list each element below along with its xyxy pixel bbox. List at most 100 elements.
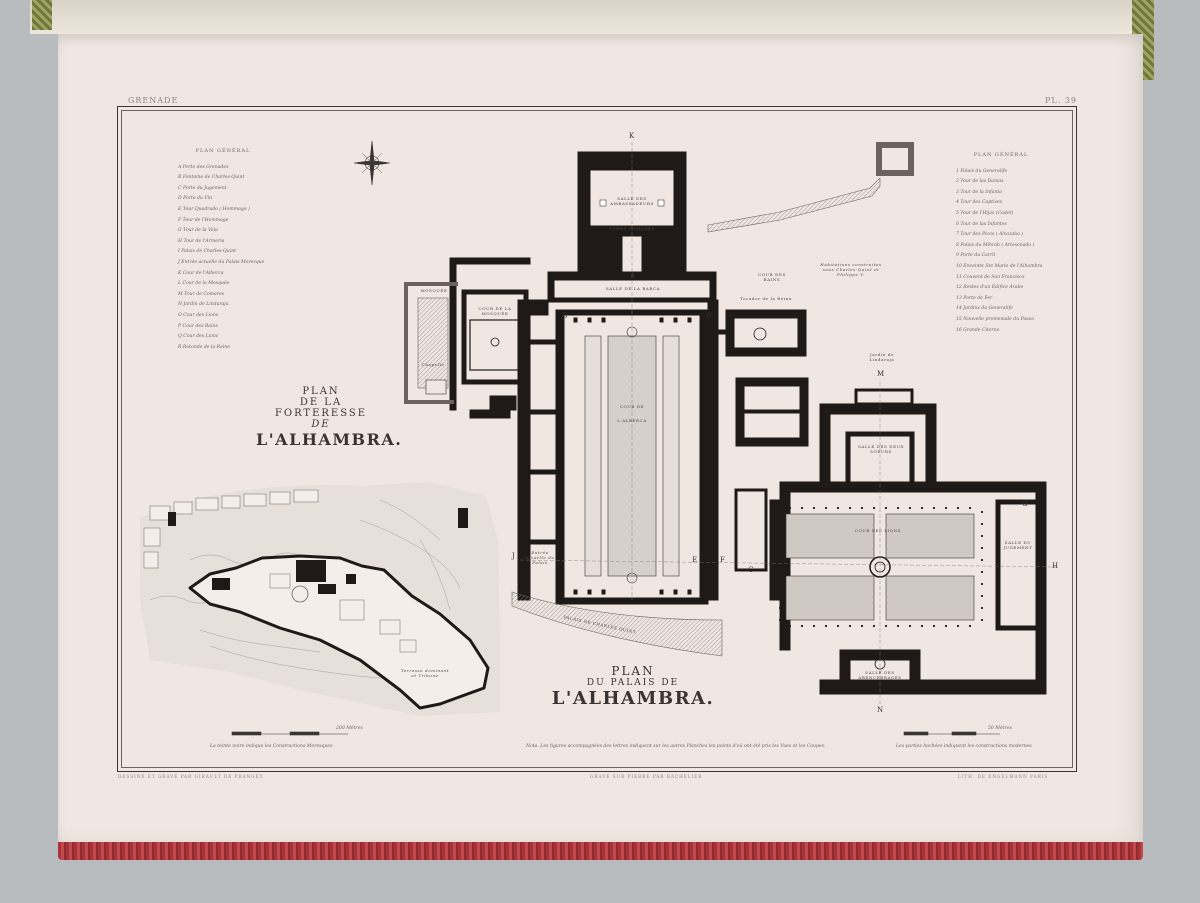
legend-left-item: M Tour de Comares bbox=[178, 291, 225, 297]
column-mark bbox=[778, 594, 782, 598]
label-deux-soeurs: SALLE DES DEUX SOEURS bbox=[857, 444, 905, 454]
scale-bar-left bbox=[231, 731, 348, 736]
legend-right-item: 2 Tour de las Damas bbox=[956, 179, 1004, 185]
legend-right-item: 4 Tour des Captives bbox=[956, 200, 1003, 206]
column-mark bbox=[812, 624, 816, 628]
scale-left-label: 200 Mètres bbox=[336, 726, 363, 731]
legend-right-item: 16 Grande Citerne bbox=[956, 327, 1000, 333]
charles-v-arc bbox=[511, 591, 723, 657]
legend-right-title: PLAN GÉNÉRAL bbox=[973, 152, 1029, 158]
column-mark bbox=[980, 522, 984, 526]
legend-right-item: 14 Jardins du Generalife bbox=[956, 306, 1013, 312]
footer-right: LITH. DE ENGELMANN PARIS bbox=[958, 774, 1049, 779]
label-abencerrages: SALLE DES ABENCERRAGES bbox=[858, 670, 902, 680]
column-mark bbox=[778, 582, 782, 586]
column-mark bbox=[980, 558, 984, 562]
column-mark bbox=[920, 624, 924, 628]
column-mark bbox=[800, 506, 804, 510]
column-mark bbox=[800, 624, 804, 628]
label-fortress-note: Terrasse dominant et Tribune bbox=[400, 668, 450, 678]
column-mark bbox=[980, 570, 984, 574]
legend-left-item: D Porte du Vin bbox=[178, 196, 213, 202]
legend-left-item: R Rotonde de la Reine bbox=[178, 344, 230, 350]
column-mark bbox=[860, 624, 864, 628]
column-mark bbox=[778, 546, 782, 550]
palace-title: PLAN DU PALAIS DE L'ALHAMBRA. bbox=[548, 664, 718, 709]
palace-title-line1: PLAN bbox=[611, 664, 655, 678]
legend-left-item: C Porte du Jugement bbox=[178, 185, 227, 191]
label-chapelle: Chapelle bbox=[421, 362, 445, 367]
compass-rose-icon bbox=[353, 140, 391, 186]
legend-right: PLAN GÉNÉRAL 1 Palais du Generalife 2 Tou… bbox=[956, 150, 1046, 336]
legend-right-item: 11 Couvent de San Francisco bbox=[956, 274, 1025, 280]
legend-left-item: E Tour Quadrado ( Hommage ) bbox=[178, 206, 250, 212]
column-mark bbox=[778, 558, 782, 562]
legend-left-item: Q Cour des Lions bbox=[178, 334, 219, 340]
fortress-title-line2: DE LA FORTERESSE bbox=[274, 397, 368, 419]
legend-left-item: A Porte des Grenades bbox=[178, 164, 229, 170]
fortress-map bbox=[140, 482, 500, 716]
column-mark bbox=[980, 534, 984, 538]
column-mark bbox=[884, 506, 888, 510]
label-habitations: Habitations construites sous Charles-Qui… bbox=[820, 262, 882, 277]
legend-right-item: 13 Porte de Fer bbox=[956, 295, 993, 301]
label-cour-lions: COUR DES LIONS bbox=[854, 528, 902, 533]
note-center: Nota. Les figures accompagnées des lettr… bbox=[526, 744, 826, 749]
column-mark bbox=[980, 594, 984, 598]
section-letter-h: H bbox=[1052, 562, 1059, 570]
palace-title-line3: L'ALHAMBRA. bbox=[551, 688, 715, 709]
book-gutter-top bbox=[30, 0, 1150, 34]
palace-title-line2: DU PALAIS DE bbox=[586, 678, 680, 688]
note-left: La teinte noire indique les Construction… bbox=[210, 744, 333, 749]
section-letter-e: E bbox=[692, 556, 698, 564]
legend-right-item: 1 Palais du Generalife bbox=[956, 168, 1008, 174]
section-letter-g: G bbox=[1022, 500, 1028, 508]
legend-right-item: 15 Nouvelle promenade du Paseo bbox=[956, 316, 1035, 322]
column-mark bbox=[778, 522, 782, 526]
column-mark bbox=[980, 618, 984, 622]
section-letter-k: K bbox=[629, 132, 635, 140]
section-letter-j: J bbox=[512, 552, 515, 560]
column-mark bbox=[788, 624, 792, 628]
note-right: Les parties hachées indiquent les constr… bbox=[896, 744, 1032, 749]
plate-frame-inner bbox=[121, 110, 1073, 768]
section-letter-f: F bbox=[720, 556, 725, 564]
column-mark bbox=[778, 534, 782, 538]
column-mark bbox=[848, 506, 852, 510]
column-mark bbox=[872, 506, 876, 510]
header-left: GRENADE bbox=[128, 96, 179, 105]
scale-bar-right bbox=[903, 731, 1000, 736]
fortress-title-line3: DE bbox=[311, 419, 331, 430]
column-mark bbox=[778, 618, 782, 622]
legend-right-item: 12 Restes d'un Édifice Arabe bbox=[956, 285, 1024, 291]
label-cour-mosquee: COUR DE LA MOSQUÉE bbox=[478, 306, 512, 316]
legend-right-items: 1 Palais du Generalife 2 Tour de las Dama… bbox=[956, 167, 1046, 337]
column-mark bbox=[824, 506, 828, 510]
label-mosquee: MOSQUÉE bbox=[420, 288, 448, 293]
plate-frame-outer bbox=[117, 106, 1077, 772]
bookmark-ribbon-left bbox=[32, 0, 52, 30]
column-mark bbox=[980, 582, 984, 586]
section-letter-a: A bbox=[630, 272, 636, 280]
column-mark bbox=[896, 506, 900, 510]
label-entree: Entrée actuelle du Palais bbox=[525, 550, 555, 565]
column-mark bbox=[812, 506, 816, 510]
column-mark bbox=[884, 624, 888, 628]
column-mark bbox=[778, 510, 782, 514]
column-mark bbox=[980, 546, 984, 550]
legend-left-item: I Palais de Charles-Quint bbox=[178, 249, 237, 255]
legend-left-item: L Cour de la Mosquée bbox=[178, 281, 230, 287]
label-ambassadeurs: SALLE DES AMBASSADEURS bbox=[610, 196, 654, 206]
label-tocador: Tocador de la Reina bbox=[740, 296, 792, 301]
legend-left-item: J Entrée actuelle du Palais Moresque bbox=[178, 259, 265, 265]
legend-right-item: 9 Porte du Carril bbox=[956, 253, 996, 259]
column-mark bbox=[860, 506, 864, 510]
legend-right-item: 6 Tour de las Infantes bbox=[956, 221, 1007, 227]
column-mark bbox=[980, 510, 984, 514]
book-cover-edge bbox=[58, 838, 1143, 860]
label-barca: SALLE DE LA BARCA bbox=[605, 286, 661, 291]
label-torre-comares: TORRE COMARES bbox=[609, 226, 655, 231]
